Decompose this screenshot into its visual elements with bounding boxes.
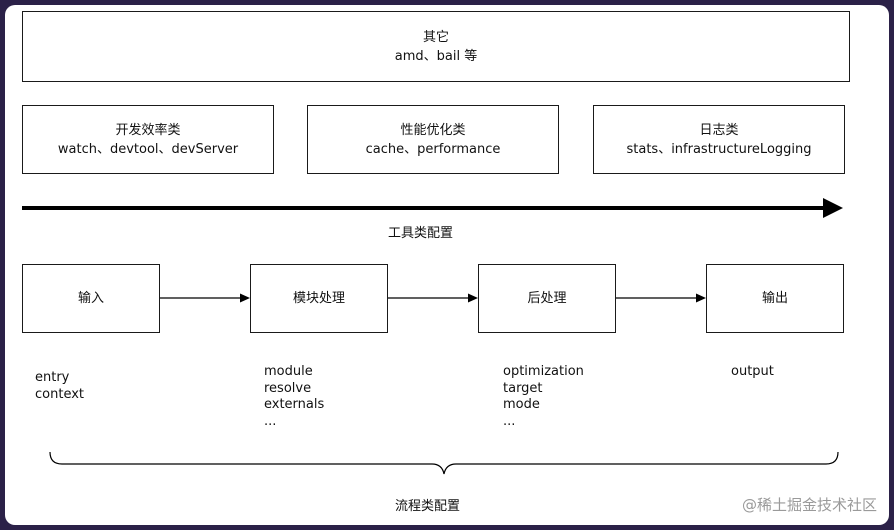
output-config-list: output <box>731 364 774 381</box>
other-config-title: 其它 <box>422 29 449 45</box>
other-config-box: 其它 amd、bail 等 <box>22 11 850 82</box>
dev-efficiency-box: 开发效率类 watch、devtool、devServer <box>22 105 274 174</box>
list-item: ... <box>503 413 516 429</box>
flow-curly-brace <box>49 451 839 475</box>
watermark: @稀土掘金技术社区 <box>741 496 877 514</box>
arrow-input-to-module <box>160 293 250 303</box>
logging-title: 日志类 <box>699 122 739 138</box>
module-processing-label: 模块处理 <box>292 291 345 306</box>
list-item: mode <box>503 397 540 412</box>
performance-box: 性能优化类 cache、performance <box>307 105 559 174</box>
connectors <box>22 198 843 475</box>
post-processing-box: 后处理 <box>478 264 616 333</box>
list-item: context <box>35 386 84 402</box>
performance-title: 性能优化类 <box>400 122 466 138</box>
flow-config-label: 流程类配置 <box>395 499 461 514</box>
module-processing-box: 模块处理 <box>250 264 388 333</box>
logging-items: stats、infrastructureLogging <box>626 141 812 157</box>
logging-box: 日志类 stats、infrastructureLogging <box>593 105 845 174</box>
list-item: resolve <box>264 380 312 396</box>
input-box: 输入 <box>22 264 160 333</box>
list-item: output <box>731 364 774 379</box>
tool-timeline-arrow <box>22 198 843 218</box>
post-processing-label: 后处理 <box>527 291 567 306</box>
tool-config-label: 工具类配置 <box>388 226 454 241</box>
list-item: optimization <box>503 364 584 379</box>
dev-efficiency-items: watch、devtool、devServer <box>57 141 239 157</box>
performance-items: cache、performance <box>365 141 501 157</box>
list-item: externals <box>264 397 325 412</box>
post-config-list: optimization target mode ... <box>503 364 584 430</box>
list-item: ... <box>264 413 277 429</box>
list-item: entry <box>35 370 70 385</box>
diagram-canvas: 其它 amd、bail 等 开发效率类 watch、devtool、devSer… <box>5 5 889 525</box>
input-label: 输入 <box>77 291 104 306</box>
arrow-module-to-post <box>388 293 478 303</box>
dev-efficiency-title: 开发效率类 <box>115 122 181 138</box>
output-label: 输出 <box>761 291 788 306</box>
output-box: 输出 <box>706 264 844 333</box>
input-config-list: entry context <box>35 370 84 403</box>
list-item: module <box>264 364 313 379</box>
list-item: target <box>503 380 543 396</box>
other-config-items: amd、bail 等 <box>394 48 478 64</box>
module-config-list: module resolve externals ... <box>264 364 324 430</box>
arrow-post-to-output <box>616 293 706 303</box>
